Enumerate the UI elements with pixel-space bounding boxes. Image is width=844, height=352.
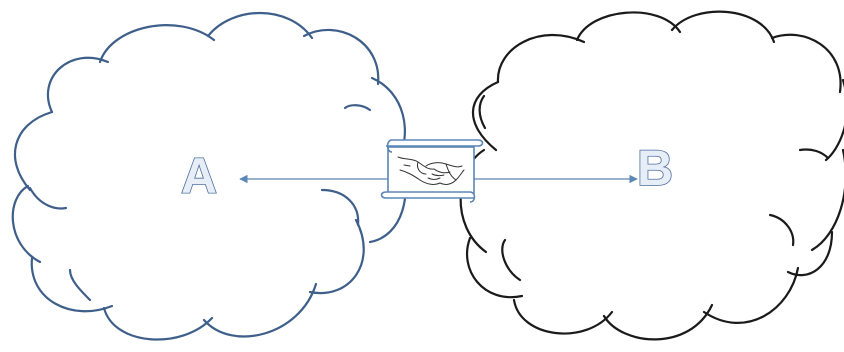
handshake-icon [397, 156, 465, 185]
cloud-a-label: A [180, 147, 218, 205]
cloud-b-label: B [636, 139, 674, 197]
cloud-b-letter: B [637, 140, 673, 196]
cloud-a-letter: A [181, 148, 217, 204]
handshake-scroll-icon [380, 139, 484, 203]
